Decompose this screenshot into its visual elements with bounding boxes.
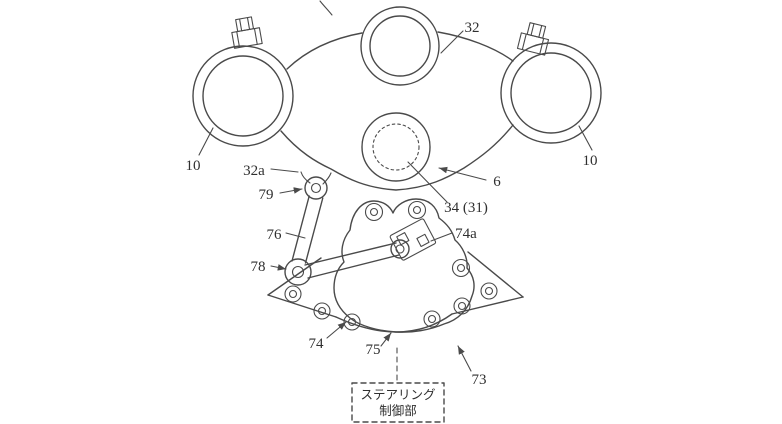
plate-hole-pin xyxy=(347,317,357,327)
plate-hole xyxy=(423,310,441,328)
boss-inner-ring xyxy=(369,15,431,77)
arrow-6 xyxy=(438,166,487,181)
boss-hole xyxy=(451,258,471,278)
bracket-bottom-curve xyxy=(335,313,453,333)
control-unit-box xyxy=(351,382,445,423)
upper-joint-pin xyxy=(310,182,322,194)
arrow-78 xyxy=(270,264,287,271)
tie-rod-edge-lower xyxy=(307,254,400,279)
bracket-right-bottom-edge xyxy=(451,296,524,315)
left-clamp-bolt xyxy=(231,16,263,49)
lower-link-joint xyxy=(284,258,312,286)
rod-joint-outer xyxy=(390,239,410,259)
rod-joint-pin xyxy=(395,244,405,254)
right-clamp-bolt xyxy=(516,22,550,56)
leader-lines xyxy=(198,0,593,372)
plate-hole-pin xyxy=(317,306,327,316)
bridge-top-edge-right xyxy=(437,31,514,62)
plate-hole xyxy=(313,302,331,320)
label-73: 73 xyxy=(472,372,487,388)
left-clamp-outer-ring xyxy=(192,45,294,147)
cropped-leader-top xyxy=(319,0,333,16)
steering-stem xyxy=(361,112,431,182)
bracket-left-bottom-edge xyxy=(267,294,337,318)
tie-rod-edge-upper xyxy=(304,242,397,266)
plate-hole xyxy=(284,285,302,303)
tie-rod xyxy=(304,242,400,279)
label-6: 6 xyxy=(493,174,501,190)
plate-hole xyxy=(480,282,498,300)
left-fork-clamp xyxy=(192,16,294,147)
label-10-left: 10 xyxy=(186,158,201,174)
plate-hole-pin xyxy=(484,286,494,296)
leader-34-31 xyxy=(407,161,448,203)
leader-76 xyxy=(285,232,306,239)
bracket-left-top-edge xyxy=(267,257,322,296)
upper-joint-outer xyxy=(304,176,328,200)
right-clamp-inner-ring xyxy=(510,52,592,134)
mounting-bracket xyxy=(267,251,524,333)
actuator-housing xyxy=(333,198,475,333)
stem-hidden-circle xyxy=(372,123,420,171)
label-78: 78 xyxy=(251,259,266,275)
bracket-74a xyxy=(389,218,437,261)
arrow-73 xyxy=(457,345,472,372)
arrow-74 xyxy=(326,321,347,339)
labels: 32 10 10 32a 79 6 34 (31) 76 74a 78 74 7… xyxy=(186,20,598,388)
plate-hole-pin xyxy=(457,301,467,311)
top-bridge xyxy=(280,31,514,191)
arrow-79 xyxy=(279,187,303,194)
left-clamp-inner-ring xyxy=(202,55,284,137)
link-arm xyxy=(291,195,324,264)
label-76: 76 xyxy=(267,227,283,243)
leader-32a xyxy=(270,168,299,173)
link-arm-edge-left xyxy=(291,195,310,262)
label-79: 79 xyxy=(259,187,274,203)
boss-hole xyxy=(364,202,384,222)
boss-hole xyxy=(407,200,427,220)
actuator-assembly xyxy=(333,198,475,333)
label-10-right: 10 xyxy=(583,153,598,169)
bridge-tab-left xyxy=(300,171,311,184)
leader-10-left xyxy=(198,127,214,156)
plate-hole-pin xyxy=(288,289,298,299)
boss-hole-pin xyxy=(369,207,379,217)
leader-32 xyxy=(440,30,464,54)
label-75: 75 xyxy=(366,342,381,358)
label-74a: 74a xyxy=(455,226,477,242)
label-32a: 32a xyxy=(243,163,265,179)
center-boss xyxy=(360,6,440,86)
lower-joint-pin xyxy=(291,265,305,279)
label-74: 74 xyxy=(309,336,325,352)
label-34-31: 34 (31) xyxy=(444,200,488,216)
plate-hole-pin xyxy=(427,314,437,324)
arrow-75 xyxy=(380,332,392,347)
control-unit-line2: 制御部 xyxy=(379,403,417,418)
label-32: 32 xyxy=(465,20,480,36)
bridge-tab-right xyxy=(322,172,332,185)
leader-10-right xyxy=(578,125,593,151)
bridge-bottom-edge xyxy=(280,124,514,191)
control-unit-line1: ステアリング xyxy=(360,387,435,402)
boss-outer-ring xyxy=(360,6,440,86)
boss-hole-pin xyxy=(456,263,466,273)
boss-hole-pin xyxy=(412,205,422,215)
stem-outer-circle xyxy=(361,112,431,182)
lower-joint-outer xyxy=(284,258,312,286)
right-fork-clamp xyxy=(500,22,602,144)
link-arm-edge-right xyxy=(304,197,324,264)
plate-hole xyxy=(453,297,471,315)
bracket-right-top-edge xyxy=(467,251,524,298)
leader-74a xyxy=(430,232,453,242)
right-clamp-outer-ring xyxy=(500,42,602,144)
upper-link-joint xyxy=(304,176,328,200)
control-unit: ステアリング 制御部 xyxy=(351,347,445,423)
bridge-top-edge-left xyxy=(286,32,363,70)
